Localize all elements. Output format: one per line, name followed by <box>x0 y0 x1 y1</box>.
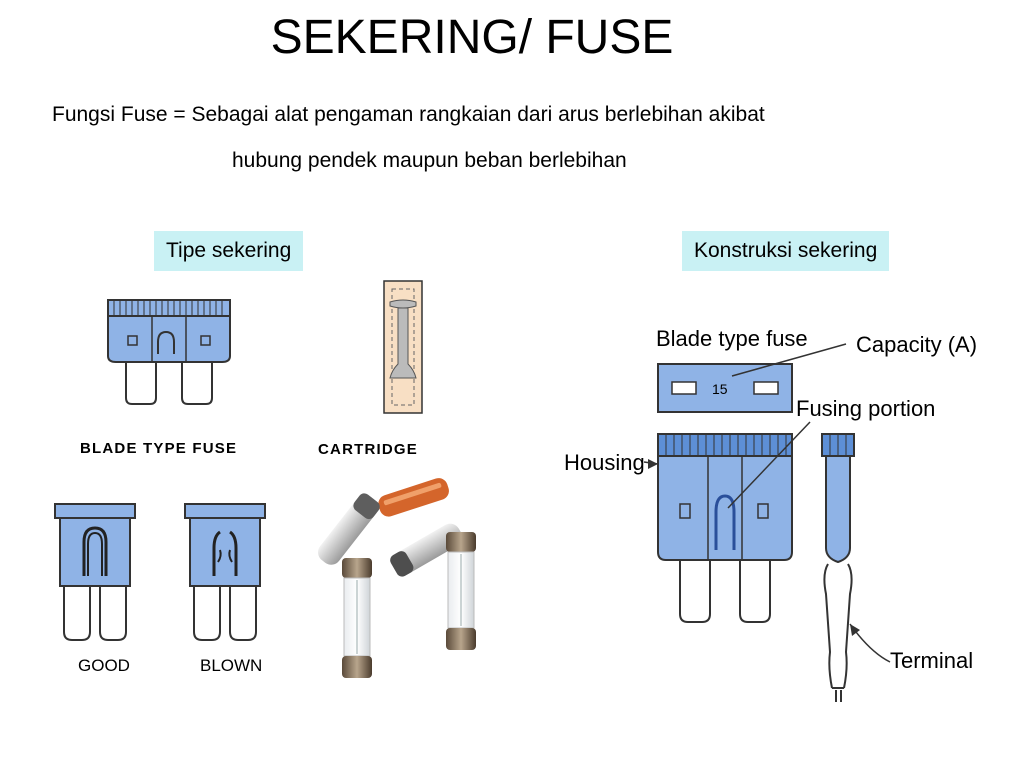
blade-fuse-illustration <box>107 299 231 405</box>
fuse-construction-tag: Konstruksi sekering <box>682 231 890 271</box>
good-fuse-illustration <box>54 503 136 641</box>
cartridge-fuses-photo <box>316 462 516 686</box>
blade-type-fuse-label: Blade type fuse <box>656 326 808 351</box>
blown-fuse-illustration <box>184 503 266 641</box>
terminal-blade <box>825 455 851 564</box>
housing-label: Housing <box>564 450 645 475</box>
page-title: SEKERING/ FUSE <box>270 11 674 64</box>
cartridge-caption: CARTRIDGE <box>318 441 418 458</box>
cartridge-fuse-illustration <box>383 280 423 414</box>
fusing-portion-pointer <box>727 421 811 509</box>
terminal-clip <box>823 563 853 689</box>
terminal-label: Terminal <box>890 648 973 673</box>
good-label: GOOD <box>78 656 130 675</box>
fusing-element <box>714 494 736 550</box>
fuse-type-tag: Tipe sekering <box>154 231 304 271</box>
blown-label: BLOWN <box>200 656 263 675</box>
description-line-2: hubung pendek maupun beban berlebihan <box>232 149 627 172</box>
blade-type-fuse-caption: BLADE TYPE FUSE <box>80 440 238 457</box>
capacity-value: 15 <box>712 381 728 397</box>
fuse-housing-top <box>657 433 793 457</box>
description-line-1: Fungsi Fuse = Sebagai alat pengaman rang… <box>52 103 765 126</box>
fusing-portion-label: Fusing portion <box>796 396 935 421</box>
fuse-construction-diagram: 15 Blade type fuse Capacity (A) Fusing p… <box>564 326 977 702</box>
capacity-label: Capacity (A) <box>856 332 977 357</box>
capacity-pointer <box>731 343 847 377</box>
fuse-housing-body <box>657 455 793 561</box>
